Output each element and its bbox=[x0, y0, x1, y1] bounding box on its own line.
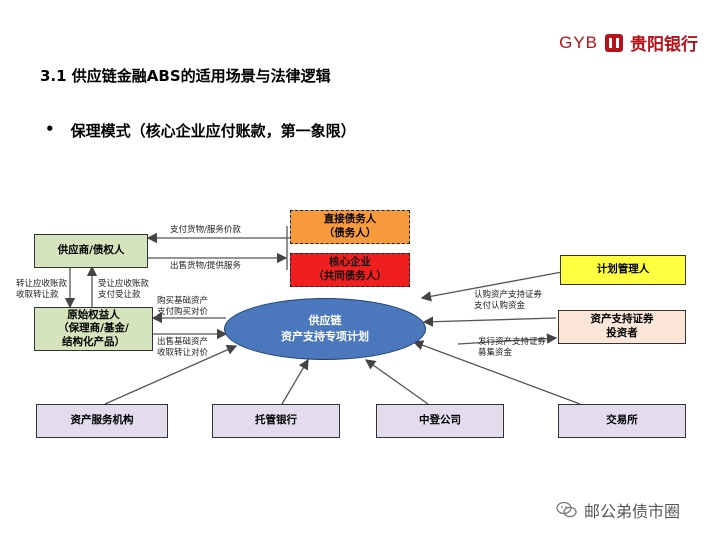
spv-line1: 供应链 bbox=[308, 313, 342, 327]
edge-issue bbox=[457, 333, 558, 345]
label-pay-goods: 支付货物/服务价款 bbox=[170, 225, 241, 235]
edge-servicer bbox=[104, 344, 238, 405]
label-buy-assets: 购买基础资产 支付购买对价 bbox=[157, 296, 209, 318]
label-transfer-receivable: 转让应收账款 收取转让款 bbox=[16, 279, 68, 301]
wechat-icon bbox=[556, 501, 577, 518]
label-issue: 发行资产支持证券 募集资金 bbox=[478, 337, 547, 359]
bullet-item: • 保理模式（核心企业应付账款，第一象限） bbox=[45, 120, 356, 141]
label-accept-receivable: 受让应收账款 支付受让款 bbox=[98, 279, 150, 301]
node-direct-debtor: 直接债务人 （债务人） bbox=[290, 210, 410, 244]
edge-subscribe bbox=[422, 316, 557, 327]
watermark: 邮公弟债市圈 bbox=[556, 498, 680, 522]
node-original-owner: 原始权益人 （保理商/基金/ 结构化产品） bbox=[34, 307, 153, 351]
spv-line2: 资产支持专项计划 bbox=[281, 330, 369, 343]
logo-text: GYB bbox=[559, 32, 598, 52]
watermark-text: 邮公弟债市圈 bbox=[584, 502, 681, 521]
bullet-marker: • bbox=[45, 120, 55, 138]
bank-logo: GYB 贵阳银行 bbox=[559, 30, 698, 55]
node-investor: 资产支持证券 投资者 bbox=[558, 310, 686, 344]
edge-plan-manager bbox=[420, 271, 563, 302]
edge-exchange bbox=[412, 340, 581, 405]
node-supplier: 供应商/债权人 bbox=[34, 234, 148, 268]
node-csdc: 中登公司 bbox=[376, 404, 504, 438]
logo-name: 贵阳银行 bbox=[630, 35, 698, 54]
node-plan-manager: 计划管理人 bbox=[560, 255, 686, 285]
label-subscribe: 认购资产支持证券 支付认购资金 bbox=[474, 290, 543, 312]
node-servicer: 资产服务机构 bbox=[36, 404, 168, 438]
node-custodian: 托管银行 bbox=[212, 404, 340, 438]
edge-csdc bbox=[364, 359, 429, 405]
bullet-text: 保理模式（核心企业应付账款，第一象限） bbox=[70, 122, 356, 140]
label-sell-goods: 出售货物/提供服务 bbox=[170, 261, 241, 271]
node-exchange: 交易所 bbox=[558, 404, 686, 438]
edge-custodian bbox=[281, 358, 309, 405]
label-sell-assets: 出售基础资产 收取转让对价 bbox=[157, 337, 209, 359]
bank-emblem-icon bbox=[605, 33, 623, 52]
node-spv: 供应链 资产支持专项计划 bbox=[224, 298, 426, 360]
page-title: 3.1 供应链金融ABS的适用场景与法律逻辑 bbox=[40, 67, 331, 85]
node-core-enterprise: 核心企业 （共同债务人） bbox=[290, 253, 410, 287]
